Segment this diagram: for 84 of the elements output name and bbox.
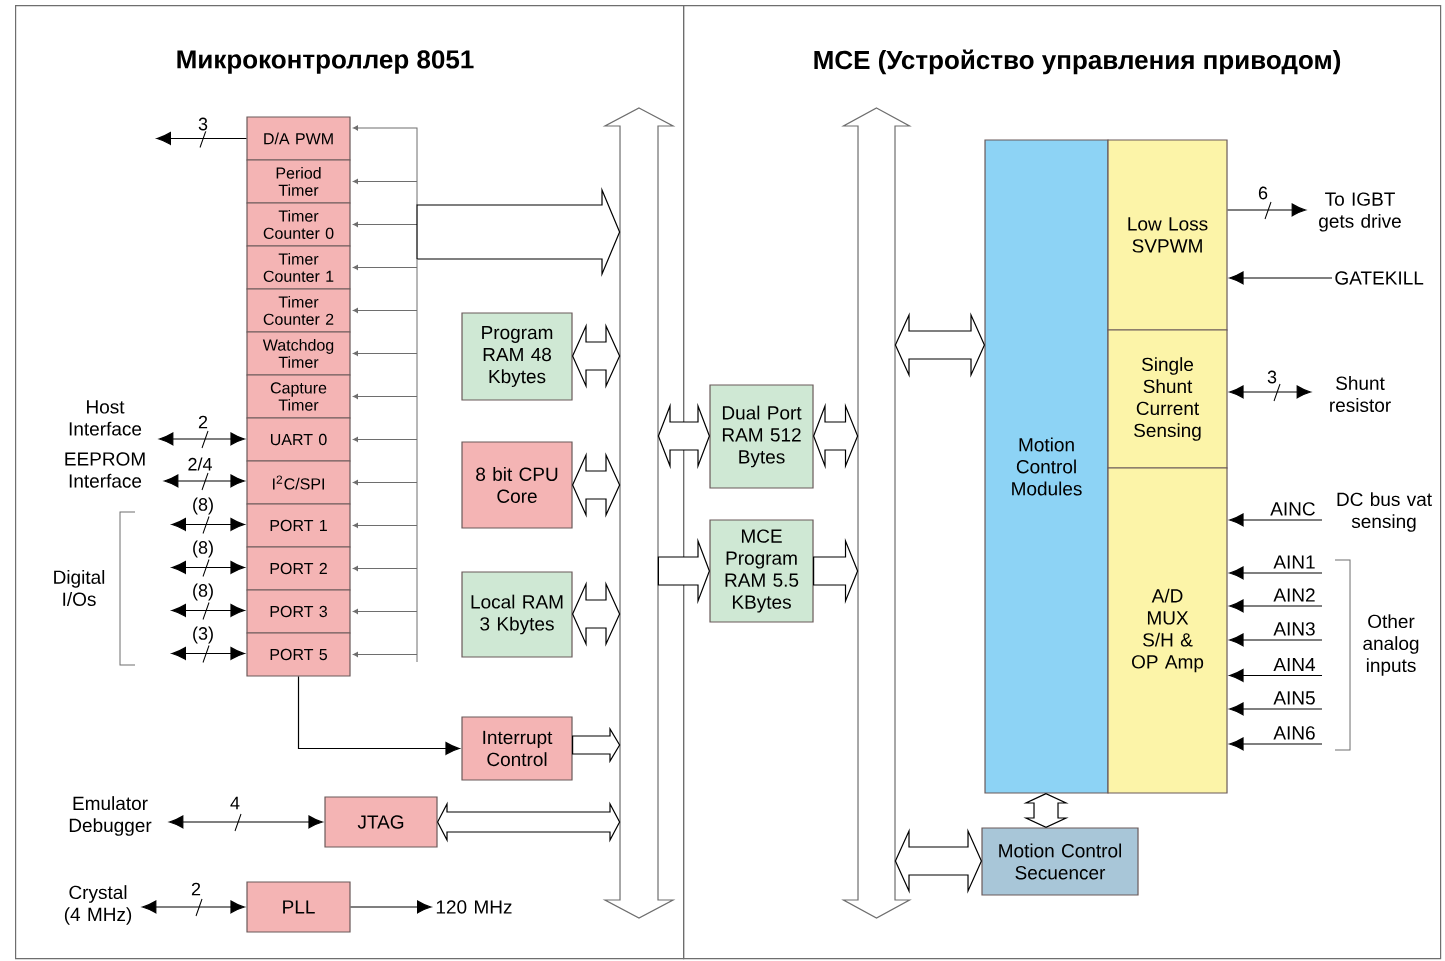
peripheral-block: PORT 3 (246, 589, 351, 634)
peripheral-block: Timer Counter 1 (246, 245, 351, 290)
edge-label: 3 (1266, 369, 1278, 385)
memory-block: MCE Program RAM 5.5 KBytes (709, 519, 814, 623)
edge-label: (8) (191, 496, 215, 516)
edge-label: 6 (1257, 185, 1269, 201)
arrow (1229, 599, 1323, 613)
peripheral-block: Timer Counter 0 (246, 202, 351, 247)
signal-label: Crystal (4 MHz) (64, 885, 132, 925)
peripheral-block: PORT 5 (246, 632, 351, 677)
signal-label: 120 MHz (436, 900, 512, 914)
signal-label: Shunt resistor (1330, 376, 1391, 412)
peripheral-block: UART 0 (246, 417, 351, 462)
group-label: DC bus vat sensing (1337, 492, 1432, 532)
peripheral-block: PORT 1 (246, 503, 351, 548)
bus-arrow (841, 107, 912, 919)
double-arrow (171, 561, 245, 574)
edge-label: 2/4 (186, 456, 214, 472)
signal-label: Host Interface (69, 400, 142, 436)
bus-arrow (602, 107, 676, 919)
function-block: PLL (246, 881, 351, 933)
arrow (1229, 513, 1323, 527)
pin-label: AIN4 (1271, 656, 1318, 674)
block-arrow (572, 726, 621, 764)
block-arrow (416, 187, 621, 277)
peripheral-block: I$^{2}$C/SPI (246, 460, 351, 505)
sequencer-block: Motion Control Secuencer (981, 827, 1139, 896)
pin-label: AIN3 (1271, 620, 1318, 638)
peripheral-block: PORT 2 (246, 546, 351, 591)
edge-label: 3 (197, 116, 209, 132)
edge-label: 2 (190, 881, 202, 897)
double-arrow (1229, 385, 1312, 399)
signal-label: EEPROM Interface (65, 452, 145, 488)
signal-label: To IGBT gets drive (1319, 192, 1401, 232)
block-arrow (657, 537, 711, 605)
edge-label: (8) (191, 582, 215, 602)
arrow (350, 900, 432, 914)
arrow (1229, 702, 1323, 716)
edge-label: (3) (191, 625, 215, 645)
peripheral-block: Period Timer (246, 159, 351, 204)
arrow (1229, 669, 1323, 682)
arrow (1229, 737, 1323, 751)
pin-label: AIN2 (1271, 586, 1318, 604)
double-arrow (163, 474, 245, 488)
memory-block: Dual Port RAM 512 Bytes (709, 384, 814, 489)
peripheral-block: Watchdog Timer (246, 331, 351, 376)
arrow (1229, 633, 1323, 647)
double-arrow (171, 647, 245, 660)
pin-label: AIN1 (1271, 553, 1318, 571)
double-arrow (171, 518, 245, 531)
double-arrow (171, 604, 245, 617)
arrow (1227, 203, 1307, 217)
group-label: Other analog inputs (1363, 614, 1419, 676)
edge-label: 2 (197, 414, 209, 430)
double-arrow (141, 900, 245, 914)
block-arrow (894, 828, 983, 894)
arrow (1229, 271, 1333, 285)
function-block: Interrupt Control (461, 716, 573, 781)
group-label: Digital I/Os (54, 570, 105, 606)
edge-label: 4 (229, 795, 241, 811)
block-arrow (894, 312, 986, 378)
function-block: Low Loss SVPWM (1107, 139, 1228, 331)
arrow (156, 132, 247, 145)
signal-label: GATEKILL (1335, 271, 1424, 285)
block-arrow (657, 402, 711, 470)
block-arrow (813, 537, 859, 605)
pin-label: AIN5 (1271, 689, 1318, 707)
pin-label: AINC (1268, 500, 1318, 518)
double-arrow (168, 815, 323, 829)
signal-label: Emulator Debugger (69, 796, 152, 836)
function-block: JTAG (324, 796, 438, 848)
function-block: 8 bit CPU Core (461, 441, 573, 529)
peripheral-block: Timer Counter 2 (246, 288, 351, 333)
arrow (1229, 566, 1323, 580)
edge-label: (8) (191, 539, 215, 559)
peripheral-block: D/A PWM (246, 116, 351, 161)
module-block: Motion Control Modules (984, 139, 1109, 794)
arrow (297, 676, 460, 755)
memory-block: Local RAM 3 Kbytes (461, 571, 573, 658)
double-arrow (158, 432, 245, 446)
pin-label: AIN6 (1271, 724, 1318, 742)
memory-block: Program RAM 48 Kbytes (461, 312, 573, 401)
function-block: Single Shunt Current Sensing (1107, 329, 1228, 469)
peripheral-block: Capture Timer (246, 374, 351, 419)
